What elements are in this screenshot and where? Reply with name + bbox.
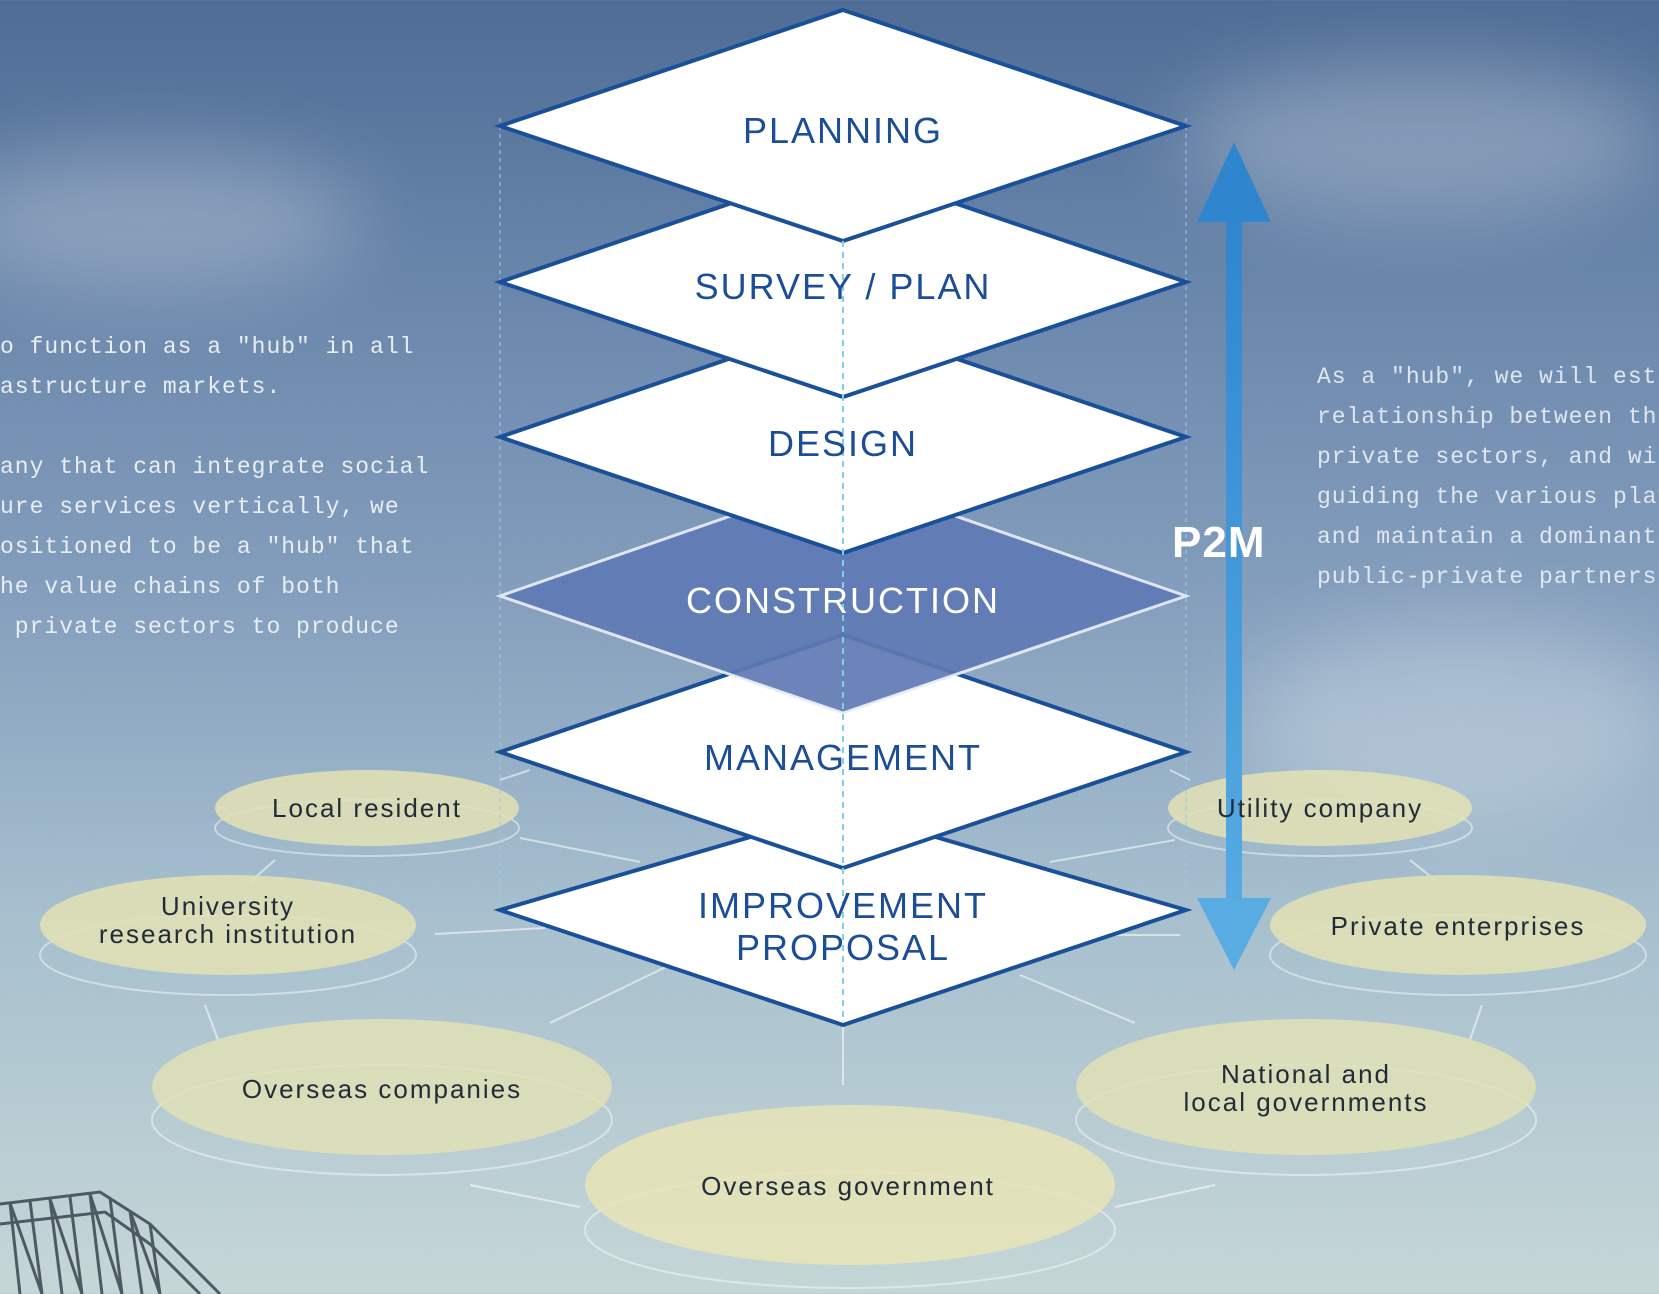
right-description: As a "hub", we will establi relationship… (1317, 364, 1659, 590)
stakeholder-utility-company (1167, 770, 1473, 857)
bridge-image (0, 1190, 222, 1294)
stakeholder-label-overseas-government: Overseas government (701, 1171, 995, 1201)
cloud-decoration (0, 150, 360, 290)
layer-label-survey-plan: SURVEY / PLAN (694, 266, 992, 307)
guide-lines (499, 118, 1187, 910)
stakeholder-overseas-companies (151, 1019, 613, 1176)
stakeholder-label-university: University research institution (98, 891, 358, 949)
layer-label-improvement-proposal: IMPROVEMENT PROPOSAL (697, 885, 988, 968)
stakeholder-ellipses (39, 770, 1647, 1289)
p2m-label: P2M (1172, 518, 1266, 567)
stakeholder-local-resident (214, 770, 520, 857)
layer-label-planning: PLANNING (742, 110, 944, 151)
layer-label-design: DESIGN (767, 423, 919, 464)
stakeholder-label-private-enterprises: Private enterprises (1330, 911, 1586, 941)
stakeholder-private-enterprises (1269, 875, 1647, 996)
layer-label-construction: CONSTRUCTION (686, 580, 1000, 621)
stakeholder-label-local-resident: Local resident (272, 793, 462, 823)
layer-label-management: MANAGEMENT (703, 737, 982, 778)
p2m-arrow (1197, 142, 1271, 970)
stakeholder-national-local-governments (1075, 1019, 1537, 1176)
cloud-decoration (1180, 60, 1659, 220)
stakeholder-label-utility-company: Utility company (1216, 793, 1424, 823)
stakeholder-label-overseas-companies: Overseas companies (241, 1074, 523, 1104)
stakeholder-label-national-local-governments: National and local governments (1183, 1059, 1429, 1117)
stakeholder-university (39, 875, 417, 996)
left-description: o function as a "hub" in all astructure … (0, 334, 430, 640)
stakeholder-overseas-government (584, 1105, 1116, 1289)
